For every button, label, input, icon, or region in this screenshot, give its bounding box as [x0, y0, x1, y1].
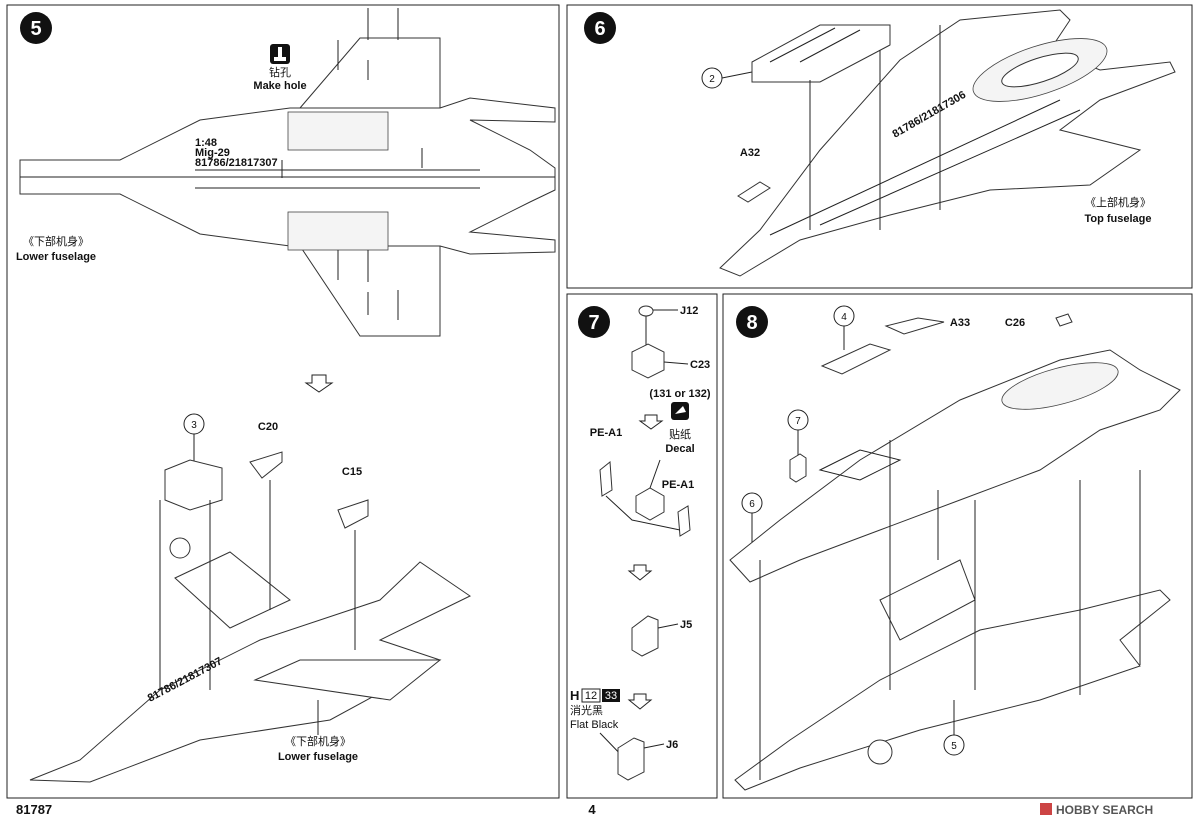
lower-fuselage-en-top: Lower fuselage [16, 251, 96, 263]
a33-part [884, 317, 945, 335]
model-text-1: 1:48 [195, 137, 217, 149]
callout-2: 2 [701, 67, 723, 89]
j6-part [617, 737, 645, 781]
part-a32-label: A32 [740, 147, 760, 159]
down-arrow-icon-7b [627, 564, 653, 581]
callout-6: 6 [741, 492, 763, 514]
c26-part [1055, 313, 1073, 327]
svg-text:H: H [570, 688, 579, 703]
decal-icon [671, 402, 689, 420]
model-text-2: Mig-29 [195, 147, 230, 159]
part-j6-label: J6 [666, 739, 678, 751]
j5-part [631, 615, 659, 657]
callout-3: 3 [183, 413, 205, 435]
upper-fuselage-iso [729, 349, 1181, 583]
down-arrow-icon [304, 374, 334, 393]
callout-4: 4 [833, 305, 855, 327]
step-6-panel: 6 2 A32 81786/21817306 《上部机身》 Top fusela… [584, 9, 1176, 277]
watermark-logo-icon [1040, 803, 1052, 815]
paint-en-label: Flat Black [570, 719, 619, 731]
lower-fuselage-iso-view [29, 451, 471, 783]
pe-a1-right-part [677, 505, 691, 537]
lower-fuselage-top-view [19, 8, 556, 337]
decal-cn-label: 贴纸 [669, 427, 691, 441]
lower-fuselage-cn-bottom: 《下部机身》 [285, 734, 351, 748]
down-arrow-icon-7c [627, 693, 653, 710]
callout-5: 5 [943, 734, 965, 756]
part-j5-label: J5 [680, 619, 692, 631]
step-8-panel: 8 4 A33 C26 7 6 [729, 305, 1181, 791]
top-fuselage-en: Top fuselage [1084, 213, 1151, 225]
seat-assembly-7 [635, 487, 665, 521]
a32-part [737, 181, 771, 203]
lower-fuselage-cn-top: 《下部机身》 [23, 234, 89, 248]
pe-a1-left-part [599, 461, 613, 497]
part-j12-label: J12 [680, 305, 698, 317]
lower-fuselage-en-bottom: Lower fuselage [278, 751, 358, 763]
panel-borders [6, 4, 1193, 799]
part-c23-label: C23 [690, 359, 710, 371]
svg-text:8: 8 [746, 312, 757, 334]
svg-text:6: 6 [749, 499, 755, 510]
j12-part [638, 305, 654, 317]
paint-cn-label: 消光黑 [570, 703, 603, 717]
svg-text:3: 3 [191, 420, 197, 431]
decal-numbers: (131 or 132) [649, 388, 710, 400]
paint-code-flat-black: H 12 33 [570, 688, 620, 703]
make-hole-en-label: Make hole [253, 80, 306, 92]
step-8-badge: 8 [736, 306, 768, 338]
watermark: HOBBY SEARCH [1040, 803, 1153, 817]
down-arrow-icon-7a [638, 414, 664, 430]
part-c20-label: C20 [258, 421, 278, 433]
lower-fuselage-iso-8 [734, 559, 1171, 791]
make-hole-cn-label: 钻孔 [269, 65, 291, 79]
svg-text:7: 7 [795, 416, 801, 427]
instrument-panel-part [820, 343, 892, 375]
step-6-badge: 6 [584, 12, 616, 44]
svg-text:33: 33 [605, 690, 617, 702]
svg-text:2: 2 [709, 74, 715, 85]
part-a33-label: A33 [950, 317, 970, 329]
cockpit-tub-part [751, 24, 891, 83]
step-5-badge: 5 [20, 12, 52, 44]
step-5-panel: 5 钻孔 Make hole 1:48 Mig-29 81786/21817 [16, 8, 556, 783]
step-7-panel: 7 J12 C23 (131 or 132) 贴纸 Decal PE-A1 PE… [570, 305, 711, 781]
svg-text:12: 12 [585, 690, 597, 702]
svg-text:HOBBY SEARCH: HOBBY SEARCH [1056, 803, 1153, 817]
svg-text:4: 4 [841, 312, 847, 323]
page-number: 4 [588, 802, 596, 817]
svg-text:5: 5 [30, 18, 41, 40]
decal-en-label: Decal [665, 443, 694, 455]
svg-text:5: 5 [951, 741, 957, 752]
svg-text:7: 7 [588, 312, 599, 334]
top-fuselage-cn: 《上部机身》 [1085, 195, 1151, 209]
step-7-badge: 7 [578, 306, 610, 338]
top-fuselage-view [719, 9, 1176, 277]
callout-7: 7 [787, 409, 809, 431]
part-c15-label: C15 [342, 466, 362, 478]
seat-assembly-8 [789, 453, 807, 483]
svg-text:6: 6 [594, 18, 605, 40]
kit-number: 81787 [16, 802, 52, 817]
c23-part [631, 343, 665, 379]
part-pe-a1-left-label: PE-A1 [590, 427, 622, 439]
make-hole-icon [270, 44, 290, 64]
part-c26-label: C26 [1005, 317, 1025, 329]
part-pe-a1-right-label: PE-A1 [662, 479, 694, 491]
model-text-3: 81786/21817307 [195, 157, 278, 169]
